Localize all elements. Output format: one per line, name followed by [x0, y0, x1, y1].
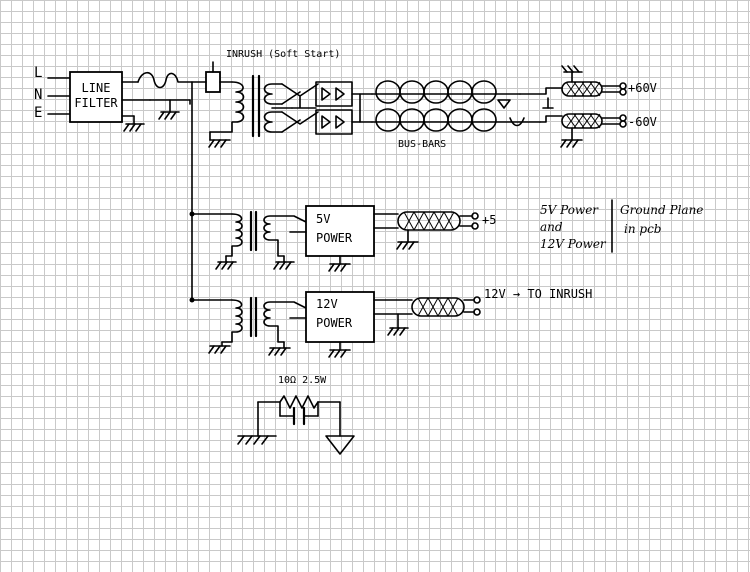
- filter-output-wires: [121, 81, 151, 125]
- fuse-symbol: [137, 71, 193, 89]
- note-left-line-3: 12V Power: [540, 237, 606, 251]
- input-label-l: L: [34, 65, 43, 81]
- transformer-12v-secondary-ground: [268, 341, 291, 356]
- line-filter-box: [69, 71, 123, 123]
- bridge-rectifier-lower: [315, 109, 353, 135]
- psu-12v-box: [305, 291, 375, 343]
- output-12v-terminals: [387, 296, 481, 336]
- psu-5v-ground: [328, 263, 351, 272]
- transformer-5v-primary: [225, 213, 243, 257]
- cable-ferrite-5v: [397, 211, 461, 231]
- input-label-n: N: [34, 87, 43, 103]
- rail-output-grounds: [560, 65, 583, 148]
- psu-5v-label-2: POWER: [316, 231, 353, 245]
- transformer-12v-secondary: [263, 301, 307, 343]
- resistor-label: 10Ω 2.5W: [278, 375, 327, 386]
- cable-ferrite-neg: [561, 113, 603, 129]
- rail-output-terminals: [601, 82, 627, 128]
- bridge-rectifier-upper: [315, 81, 353, 107]
- input-wires: [47, 77, 71, 115]
- transformer-12v-primary: [221, 299, 243, 343]
- cable-ferrite-pos: [561, 81, 603, 97]
- note-right-line-1: Ground Plane: [620, 203, 704, 217]
- filter-ground-symbol: [123, 123, 145, 132]
- bus-bars-label: BUS-BARS: [398, 139, 447, 150]
- transformer-5v-secondary: [263, 215, 307, 257]
- neutral-ground-symbol: [158, 99, 180, 120]
- output-5v-terminals: [396, 212, 479, 250]
- inrush-label: INRUSH (Soft Start): [226, 49, 341, 60]
- psu-12v-label-1: 12V: [316, 297, 338, 311]
- psu-12v-ground: [328, 349, 351, 358]
- note-left-line-2: and: [540, 220, 563, 234]
- note-right-line-2: in pcb: [624, 222, 662, 236]
- transformer-12v-primary-ground: [208, 341, 231, 354]
- output-12v-label: 12V → TO INRUSH: [484, 287, 593, 301]
- rectifier-wiring: [281, 83, 319, 133]
- cable-ferrite-12v: [411, 297, 465, 317]
- output-pos-60v: +60V: [628, 81, 657, 95]
- signal-ground-symbol: [325, 435, 355, 455]
- transformer-5v-primary-ground: [215, 255, 237, 270]
- main-transformer-ground: [208, 139, 231, 148]
- psu-12v-label-2: POWER: [316, 316, 353, 330]
- line-filter-label-1: LINE: [81, 81, 111, 95]
- bus-bar-caps: [371, 80, 541, 132]
- chassis-ground-symbol: [237, 435, 277, 445]
- psu-5v-box: [305, 205, 375, 257]
- ground-link-network: [257, 395, 341, 437]
- rail-output-wiring: [519, 87, 563, 123]
- output-5v-label: +5: [482, 213, 497, 227]
- main-transformer-secondary: [263, 83, 283, 133]
- output-neg-60v: -60V: [628, 115, 657, 129]
- transformer-5v-secondary-ground: [273, 255, 295, 270]
- main-transformer-primary: [209, 81, 245, 133]
- input-label-e: E: [34, 105, 43, 121]
- line-filter-label-2: FILTER: [74, 96, 118, 110]
- note-left-line-1: 5V Power: [540, 203, 599, 217]
- inrush-relay: [205, 71, 221, 93]
- psu-5v-label-1: 5V: [316, 212, 331, 226]
